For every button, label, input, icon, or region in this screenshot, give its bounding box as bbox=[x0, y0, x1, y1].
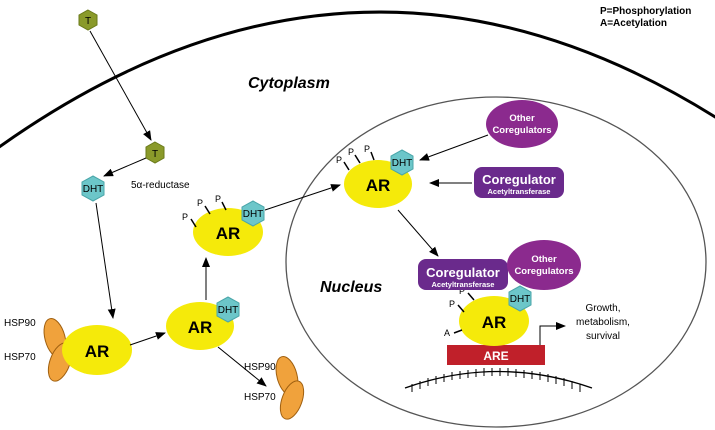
hsp90-label: HSP90 bbox=[244, 362, 276, 373]
phospho-label: P bbox=[182, 212, 188, 222]
ar-label: AR bbox=[188, 318, 213, 337]
arrow-to-nucleus bbox=[264, 184, 341, 211]
other-coregulators-top: Other Coregulators bbox=[486, 100, 558, 148]
dht-label: DHT bbox=[83, 184, 104, 195]
ar-receptor bbox=[344, 160, 412, 208]
phospho-stick bbox=[190, 218, 197, 228]
other-coregulators-line2: Coregulators bbox=[492, 125, 551, 136]
testosterone-hexagon bbox=[145, 141, 165, 164]
ar-dna-complex: AR P P A DHT bbox=[444, 285, 532, 346]
cytoplasm-label: Cytoplasm bbox=[248, 75, 330, 92]
legend-phosphorylation: P=Phosphorylation bbox=[600, 6, 691, 17]
transcription-arrow bbox=[539, 322, 566, 345]
dna-rungs bbox=[411, 368, 581, 392]
released-hsp bbox=[275, 356, 305, 420]
ar-dht-cytoplasm: AR DHT bbox=[166, 296, 240, 350]
other-coregulators-line1: Other bbox=[531, 254, 557, 265]
arrow-t-to-t bbox=[89, 30, 152, 141]
phospho-stick bbox=[354, 154, 361, 164]
acetyl-label: A bbox=[444, 328, 450, 338]
phospho-label: P bbox=[348, 147, 354, 157]
phospho-stick bbox=[204, 205, 211, 215]
phospho-stick bbox=[221, 201, 227, 211]
ar-phosphorylated-nucleus: AR P P P DHT bbox=[336, 144, 414, 208]
phospho-stick bbox=[343, 161, 350, 171]
hsp70-label: HSP70 bbox=[244, 392, 276, 403]
dht-hexagon bbox=[241, 200, 265, 227]
dht-label: DHT bbox=[243, 209, 264, 220]
acetyltransferase-label: Acetyltransferase bbox=[488, 187, 551, 196]
hsp70-label: HSP70 bbox=[4, 352, 36, 363]
hsp90-label: HSP90 bbox=[4, 318, 36, 329]
testosterone-hexagon bbox=[78, 9, 98, 31]
testosterone-reduced: T bbox=[145, 141, 165, 164]
cell-membrane bbox=[0, 10, 715, 149]
coregulator-box bbox=[418, 259, 508, 290]
coregulator-label: Coregulator bbox=[426, 265, 500, 280]
outcome-line1: Growth, bbox=[585, 303, 620, 314]
arrow-other-coreg-to-ar bbox=[419, 134, 489, 161]
ar-receptor bbox=[62, 325, 132, 375]
ar-receptor bbox=[459, 296, 529, 346]
coregulator-acetyltransferase-top: Coregulator Acetyltransferase bbox=[474, 167, 564, 198]
acetyltransferase-label: Acetyltransferase bbox=[432, 280, 495, 289]
testosterone-top: T bbox=[78, 9, 98, 31]
nucleus-envelope bbox=[285, 96, 707, 428]
phospho-label: P bbox=[449, 299, 455, 309]
dht-hexagon bbox=[508, 285, 532, 312]
phospho-label: P bbox=[215, 194, 221, 204]
acetyl-stick bbox=[453, 329, 463, 334]
arrow-hsp-release bbox=[217, 346, 267, 387]
dna-backbone bbox=[404, 370, 593, 389]
enzyme-label: 5α-reductase bbox=[131, 180, 190, 191]
testosterone-label: T bbox=[152, 149, 158, 160]
other-coregulators-shape bbox=[507, 240, 581, 290]
phospho-stick bbox=[370, 151, 375, 161]
phospho-label: P bbox=[197, 198, 203, 208]
ar-label: AR bbox=[366, 176, 391, 195]
ar-phosphorylated-cytoplasm: AR P P P DHT bbox=[182, 194, 265, 256]
outcome-line3: survival bbox=[586, 331, 620, 342]
dht-free: DHT bbox=[81, 175, 105, 202]
dht-label: DHT bbox=[510, 294, 531, 305]
are-label: ARE bbox=[483, 349, 508, 363]
coregulator-acetyltransferase-bound: Coregulator Acetyltransferase bbox=[418, 259, 508, 290]
arrow-dht-to-ar bbox=[95, 202, 116, 319]
are-element bbox=[447, 345, 545, 365]
phospho-label: P bbox=[336, 155, 342, 165]
nucleus-label: Nucleus bbox=[320, 279, 382, 296]
phospho-stick bbox=[467, 292, 475, 301]
ar-hsp-complex: AR bbox=[43, 318, 132, 382]
other-coregulators-bound: Other Coregulators bbox=[507, 240, 581, 290]
ar-label: AR bbox=[85, 342, 110, 361]
coregulator-label: Coregulator bbox=[482, 172, 556, 187]
legend-acetylation: A=Acetylation bbox=[600, 18, 667, 29]
coregulator-box bbox=[474, 167, 564, 198]
other-coregulators-line2: Coregulators bbox=[514, 266, 573, 277]
phospho-label: P bbox=[364, 144, 370, 154]
phospho-stick bbox=[457, 304, 465, 313]
arrow-t-to-dht bbox=[103, 157, 147, 177]
hsp70-chaperone bbox=[279, 380, 305, 420]
dht-label: DHT bbox=[392, 158, 413, 169]
dht-label: DHT bbox=[218, 305, 239, 316]
dna-strand bbox=[404, 368, 593, 392]
dht-hexagon bbox=[81, 175, 105, 202]
outcome-line2: metabolism, bbox=[576, 317, 630, 328]
ar-label: AR bbox=[216, 224, 241, 243]
arrow-ar-to-dna bbox=[397, 209, 439, 257]
ar-label: AR bbox=[482, 313, 507, 332]
dht-hexagon bbox=[390, 149, 414, 176]
other-coregulators-line1: Other bbox=[509, 113, 535, 124]
other-coregulators-shape bbox=[486, 100, 558, 148]
phospho-label: P bbox=[459, 286, 465, 296]
testosterone-label: T bbox=[85, 16, 91, 27]
dht-hexagon bbox=[216, 296, 240, 323]
arrow-ar-to-ar-dht bbox=[129, 332, 166, 346]
